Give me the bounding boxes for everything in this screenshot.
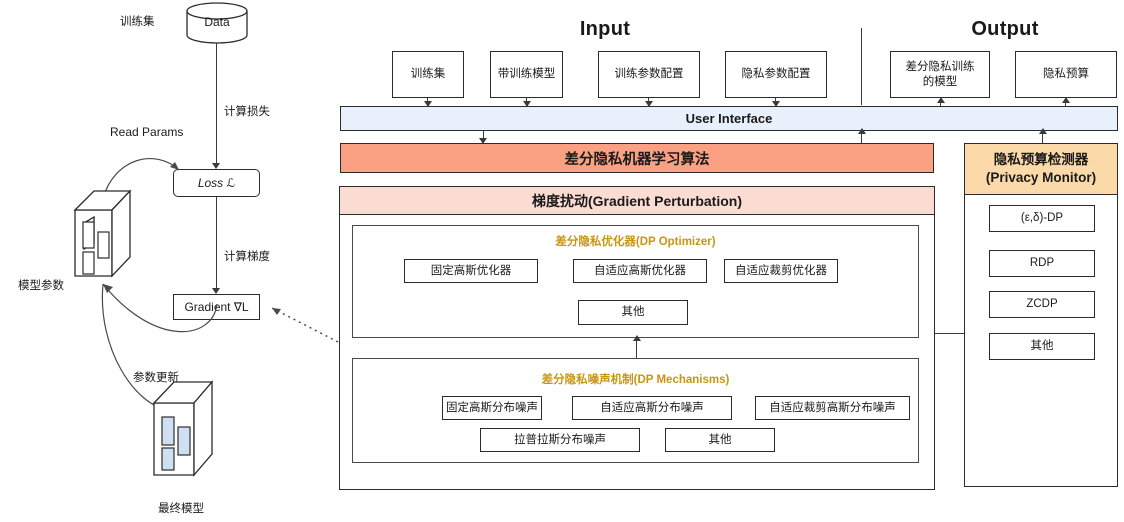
output-box-privacy-budget-label: 隐私预算 (1043, 68, 1089, 81)
edge-read-params (95, 140, 185, 200)
privacy-monitor-item-rdp[interactable]: RDP (989, 250, 1095, 277)
dp-optimizer-item-fixed-gaussian[interactable]: 固定高斯优化器 (404, 259, 538, 283)
dp-optimizer-item-other[interactable]: 其他 (578, 300, 688, 325)
dp-optimizer-title: 差分隐私优化器(DP Optimizer) (555, 236, 716, 248)
dp-optimizer-item-fixed-gaussian-label: 固定高斯优化器 (430, 264, 512, 277)
connector-input-1-arrowhead (523, 101, 531, 107)
edge-label-compute-gradient: 计算梯度 (224, 251, 270, 263)
edge-loss-to-gradient (216, 197, 218, 290)
privacy-monitor-item-eps-delta-dp-label: (ε,δ)-DP (1020, 212, 1064, 225)
privacy-monitor-header: 隐私预算检测器 (Privacy Monitor) (964, 143, 1118, 195)
dp-mechanisms-group (352, 358, 919, 463)
connector-input-3-arrowhead (772, 101, 780, 107)
dp-mechanisms-item-fixed-gaussian-noise-label: 固定高斯分布噪声 (446, 401, 538, 414)
connector-input-2-arrowhead (645, 101, 653, 107)
edge-label-param-update: 参数更新 (133, 372, 179, 384)
final-model-label: 最终模型 (158, 503, 204, 515)
input-box-privacy-params-label: 隐私参数配置 (741, 68, 811, 81)
loss-node-label: Loss ℒ (197, 175, 236, 190)
input-box-privacy-params[interactable]: 隐私参数配置 (725, 51, 827, 98)
training-set-label: 训练集 (120, 16, 155, 28)
edge-gradient-to-system-dotted (262, 304, 340, 344)
edge-label-read-params: Read Params (110, 125, 184, 139)
input-box-training-set[interactable]: 训练集 (392, 51, 464, 98)
dp-optimizer-item-adaptive-gaussian[interactable]: 自适应高斯优化器 (573, 259, 707, 283)
edge-loss-to-gradient-arrowhead (212, 288, 220, 294)
dp-optimizer-item-adaptive-gaussian-label: 自适应高斯优化器 (594, 264, 686, 277)
input-output-divider (861, 28, 863, 105)
data-cylinder-node (186, 2, 248, 44)
output-header: Output (971, 18, 1039, 40)
gradient-perturbation-bar-label: 梯度扰动(Gradient Perturbation) (531, 192, 742, 209)
input-box-training-params-label: 训练参数配置 (614, 68, 684, 81)
dp-mechanisms-item-laplace-noise[interactable]: 拉普拉斯分布噪声 (480, 428, 640, 452)
user-interface-bar-label: User Interface (685, 111, 773, 126)
dp-optimizer-item-adaptive-clipping[interactable]: 自适应裁剪优化器 (724, 259, 838, 283)
connector-ui-to-algorithm-arrowhead (479, 138, 487, 144)
connector-algorithm-to-ui (861, 131, 863, 144)
output-box-dp-trained-model-line1: 差分隐私训练 (905, 61, 975, 74)
algorithm-bar-label: 差分隐私机器学习算法 (564, 151, 710, 168)
gradient-perturbation-bar: 梯度扰动(Gradient Perturbation) (339, 186, 935, 215)
privacy-monitor-item-zcdp[interactable]: ZCDP (989, 291, 1095, 318)
algorithm-bar[interactable]: 差分隐私机器学习算法 (340, 143, 934, 173)
privacy-monitor-item-other[interactable]: 其他 (989, 333, 1095, 360)
dp-mechanisms-item-other[interactable]: 其他 (665, 428, 775, 452)
input-header: Input (579, 18, 631, 40)
connector-ui-to-algorithm (483, 131, 485, 143)
privacy-monitor-item-other-label: 其他 (1030, 340, 1054, 353)
dp-mechanisms-item-other-label: 其他 (708, 433, 732, 446)
edge-param-update (95, 278, 235, 350)
connector-output-0 (940, 100, 942, 108)
dp-mechanisms-item-adaptive-clipping-gaussian-noise-label: 自适应裁剪高斯分布噪声 (769, 401, 896, 414)
connector-input-0-arrowhead (424, 101, 432, 107)
final-model-icon (148, 377, 214, 482)
connector-algorithm-to-ui-arrowhead (858, 128, 866, 134)
connector-privacy-monitor-to-ui-arrowhead (1039, 128, 1047, 134)
dp-mechanisms-item-adaptive-gaussian-noise-label: 自适应高斯分布噪声 (600, 401, 704, 414)
connector-output-1 (1065, 100, 1067, 108)
dp-optimizer-item-other-label: 其他 (621, 306, 645, 319)
connector-output-0-arrowhead (937, 97, 945, 103)
edge-data-to-loss-arrowhead (212, 163, 220, 169)
connector-system-to-privacy-monitor (934, 333, 965, 335)
output-box-dp-trained-model-line2: 的模型 (922, 75, 958, 88)
output-box-dp-trained-model[interactable]: 差分隐私训练 的模型 (890, 51, 990, 98)
privacy-monitor-item-zcdp-label: ZCDP (1026, 298, 1058, 311)
input-box-training-params[interactable]: 训练参数配置 (598, 51, 700, 98)
loss-node: Loss ℒ (173, 169, 260, 197)
model-params-icon (72, 185, 132, 281)
dp-mechanisms-item-laplace-noise-label: 拉普拉斯分布噪声 (514, 433, 606, 446)
data-node-label: Data (204, 15, 230, 29)
dp-mechanisms-title: 差分隐私噪声机制(DP Mechanisms) (541, 374, 730, 386)
connector-mechanisms-to-optimizer-arrowhead (633, 335, 641, 341)
input-box-training-set-label: 训练集 (410, 68, 446, 81)
input-box-pretrained-model-label: 带训练模型 (497, 68, 556, 81)
dp-mechanisms-item-adaptive-gaussian-noise[interactable]: 自适应高斯分布噪声 (572, 396, 732, 420)
privacy-monitor-title-cn: 隐私预算检测器 (993, 152, 1089, 168)
input-box-pretrained-model[interactable]: 带训练模型 (490, 51, 563, 98)
dp-optimizer-item-adaptive-clipping-label: 自适应裁剪优化器 (735, 264, 827, 277)
connector-mechanisms-to-optimizer (636, 338, 638, 358)
privacy-monitor-item-eps-delta-dp[interactable]: (ε,δ)-DP (989, 205, 1095, 232)
connector-output-1-arrowhead (1062, 97, 1070, 103)
model-params-label: 模型参数 (18, 280, 64, 292)
output-box-privacy-budget[interactable]: 隐私预算 (1015, 51, 1117, 98)
dp-mechanisms-item-fixed-gaussian-noise[interactable]: 固定高斯分布噪声 (442, 396, 542, 420)
edge-data-to-loss (216, 43, 218, 165)
user-interface-bar[interactable]: User Interface (340, 106, 1118, 131)
edge-label-compute-loss: 计算损失 (224, 106, 270, 118)
dp-mechanisms-item-adaptive-clipping-gaussian-noise[interactable]: 自适应裁剪高斯分布噪声 (755, 396, 910, 420)
connector-privacy-monitor-to-ui (1042, 131, 1044, 143)
privacy-monitor-title-en: (Privacy Monitor) (985, 170, 1097, 185)
privacy-monitor-item-rdp-label: RDP (1029, 257, 1055, 270)
